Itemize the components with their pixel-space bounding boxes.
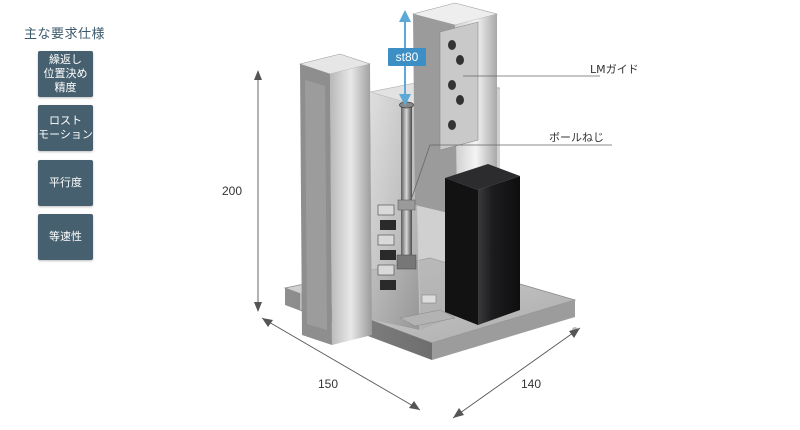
stroke-label: st80 xyxy=(396,50,419,64)
spec-button-repeat-positioning-accuracy[interactable]: 繰返し 位置決め 精度 xyxy=(38,51,93,97)
stroke-badge xyxy=(388,48,426,66)
ball-screw-label: ボールねじ xyxy=(549,131,604,144)
spec-button-label: 平行度 xyxy=(49,176,82,189)
depth-dimension-label: 150 xyxy=(318,377,338,391)
width-dimension-label: 140 xyxy=(521,377,541,391)
dimension-lines xyxy=(254,70,581,419)
spec-button-label: 等速性 xyxy=(49,230,82,243)
height-dimension-label: 200 xyxy=(222,184,242,198)
spec-button-constant-velocity[interactable]: 等速性 xyxy=(38,214,93,260)
spec-button-label: 繰返し 位置決め 精度 xyxy=(43,53,88,94)
lm-guide-label: LMガイド xyxy=(590,63,639,76)
spec-section-title: 主な要求仕様 xyxy=(24,27,106,42)
ball-screw xyxy=(396,101,417,270)
stroke-indicator xyxy=(388,10,426,106)
base-fittings xyxy=(399,294,456,327)
motor-block xyxy=(445,164,520,325)
callout-lines xyxy=(410,75,612,201)
left-wall xyxy=(298,53,372,345)
spec-button-parallelism[interactable]: 平行度 xyxy=(38,160,93,206)
spec-button-lost-motion[interactable]: ロスト モーション xyxy=(38,105,93,151)
spec-button-label: ロスト モーション xyxy=(38,114,93,141)
coupling-teeth xyxy=(377,204,396,290)
